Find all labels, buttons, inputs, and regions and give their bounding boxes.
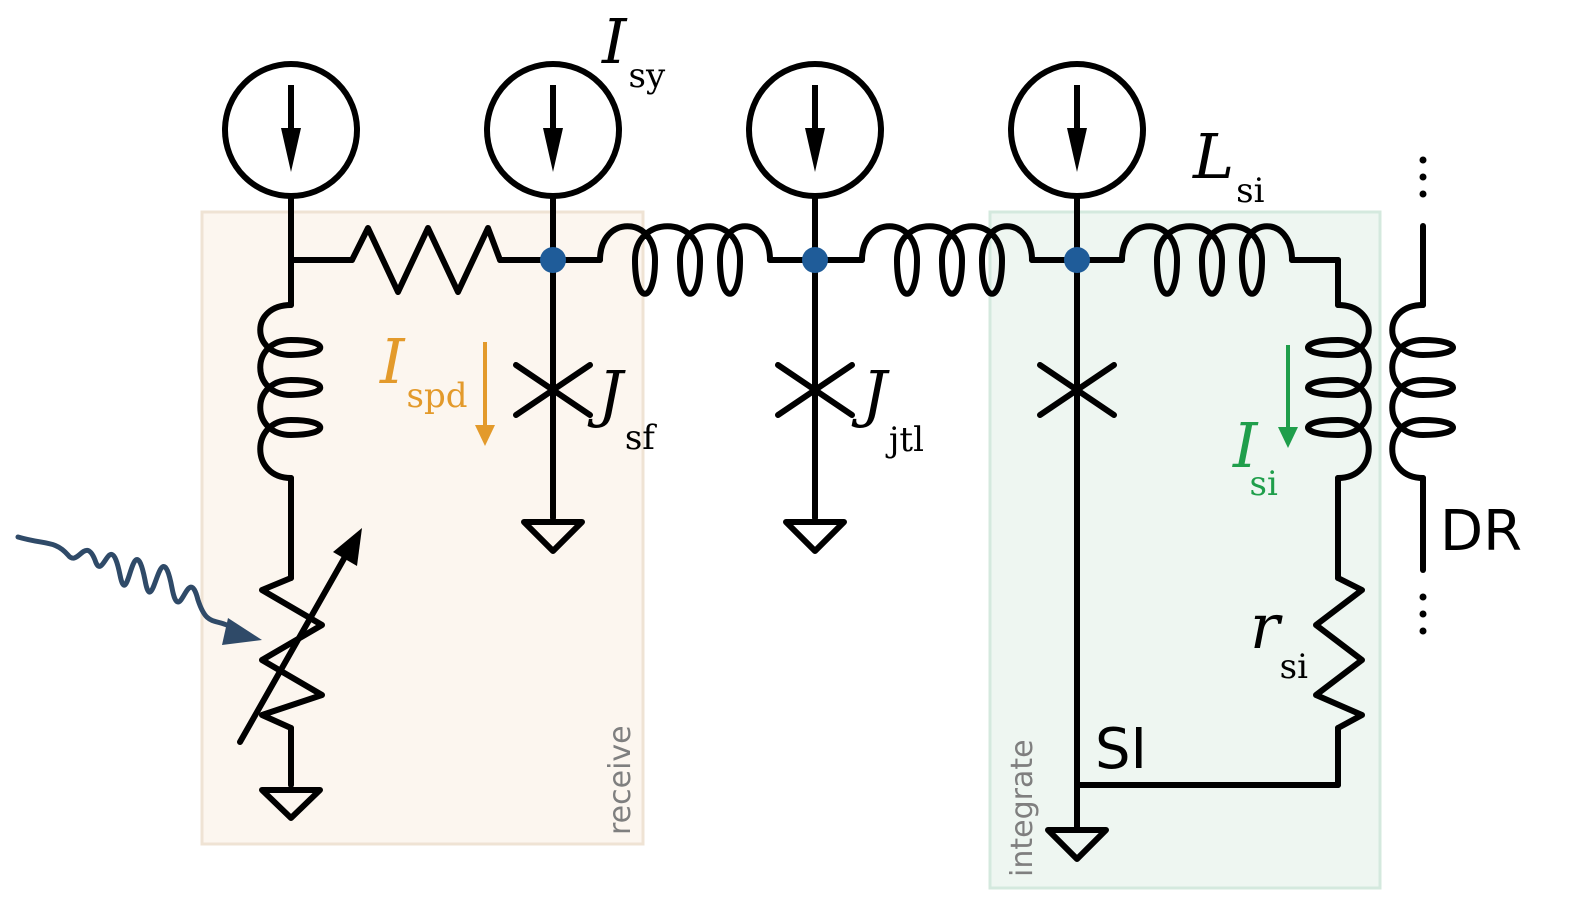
current-source-3 (746, 61, 884, 199)
si-loop (1074, 257, 1372, 788)
node-jtl (802, 247, 828, 273)
jsf-branch (513, 257, 593, 554)
label-jjtl: Jjtl (851, 357, 924, 460)
isi-arrow (1278, 345, 1298, 448)
spd-branch (237, 257, 362, 821)
lsi-inductor (1119, 223, 1295, 297)
spd-variable-resistor (259, 575, 325, 731)
dr-inductor (1389, 302, 1456, 481)
receive-region (200, 210, 645, 846)
spd-inductor (257, 302, 324, 481)
region-label-integrate: integrate (1005, 739, 1040, 877)
photon-icon (15, 534, 262, 645)
si-ground (1045, 827, 1109, 862)
node-si (1064, 247, 1090, 273)
current-source-1 (222, 61, 360, 199)
integrate-region (988, 210, 1382, 890)
ispd-arrow (475, 342, 495, 446)
dr-coupler (1389, 156, 1456, 635)
rsi-resistor (1313, 575, 1365, 731)
jtl-inductor-1 (597, 223, 773, 297)
series-resistor (349, 225, 503, 295)
node-sf (540, 247, 566, 273)
jtl-inductor-2 (859, 223, 1035, 297)
spd-ground (259, 787, 323, 821)
label-rsi: rsi (1250, 590, 1308, 687)
label-lsi: Lsi (1192, 120, 1265, 211)
label-isy: Isy (601, 5, 666, 96)
si-junction-branch (1037, 257, 1117, 862)
current-source-4 (1008, 61, 1146, 199)
label-ispd: Ispd (379, 325, 467, 416)
region-label-receive: receive (603, 725, 638, 835)
current-source-2 (484, 61, 622, 199)
si-loop-inductor (1305, 302, 1372, 481)
jsf-ground (521, 519, 585, 554)
jjtl-ground (783, 519, 847, 554)
jjtl-branch (775, 257, 855, 554)
label-si: SI (1095, 717, 1147, 782)
label-dr: DR (1440, 499, 1522, 564)
